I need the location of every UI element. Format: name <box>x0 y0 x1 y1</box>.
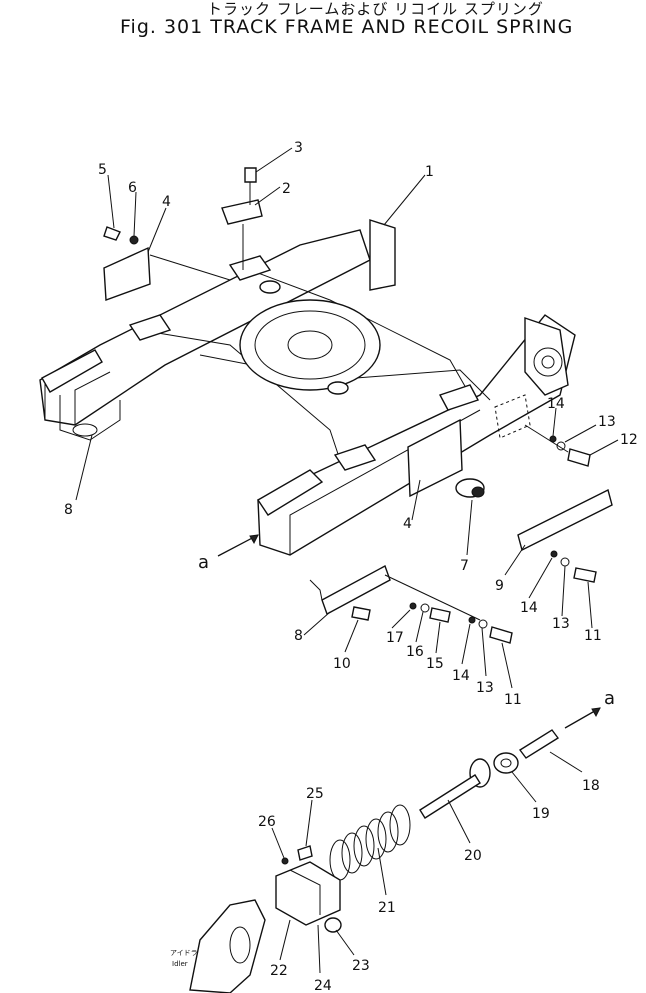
callout-4-middle: 4 <box>403 516 412 532</box>
callout-11-lower: 11 <box>504 692 522 708</box>
callout-14-lower: 14 <box>452 668 470 684</box>
callout-24: 24 <box>314 978 332 993</box>
nut-19 <box>493 752 519 774</box>
callout-13-middle: 13 <box>552 616 570 632</box>
callout-14-upper: 14 <box>547 396 565 412</box>
callout-13-upper: 13 <box>598 414 616 430</box>
washer-6 <box>129 235 139 245</box>
track-frame-assembly <box>39 219 576 556</box>
callout-23: 23 <box>352 958 370 974</box>
callout-1: 1 <box>425 164 434 180</box>
reference-mark-a-right: a <box>604 688 615 709</box>
callout-19: 19 <box>532 806 550 822</box>
callout-8-upper: 8 <box>64 502 73 518</box>
callout-3: 3 <box>294 140 303 156</box>
callout-20: 20 <box>464 848 482 864</box>
rod-20 <box>419 774 481 819</box>
idler-note-english: Idler <box>172 960 188 968</box>
callout-21: 21 <box>378 900 396 916</box>
yoke-22 <box>275 861 341 926</box>
idler-wheel <box>189 899 266 993</box>
callout-11-upper: 11 <box>584 628 602 644</box>
callout-14-middle: 14 <box>520 600 538 616</box>
cover-plate-4-upper <box>103 246 151 301</box>
spring-21 <box>329 804 411 881</box>
callout-17: 17 <box>386 630 404 646</box>
callout-8-lower: 8 <box>294 628 303 644</box>
callout-15: 15 <box>426 656 444 672</box>
callout-6: 6 <box>128 180 137 196</box>
callout-18: 18 <box>582 778 600 794</box>
title-english: Fig. 301 TRACK FRAME AND RECOIL SPRING <box>120 16 574 38</box>
leader-lines <box>75 147 619 974</box>
reference-mark-a-left: a <box>198 552 209 573</box>
callout-26: 26 <box>258 814 276 830</box>
callout-7: 7 <box>460 558 469 574</box>
plate-2 <box>221 199 263 225</box>
guard-9 <box>517 488 613 552</box>
callout-12: 12 <box>620 432 638 448</box>
title-japanese: トラック フレームおよび リコイル スプリング <box>207 0 544 18</box>
callout-22: 22 <box>270 963 288 979</box>
callout-4-upper: 4 <box>162 194 171 210</box>
callout-16: 16 <box>406 644 424 660</box>
callout-25: 25 <box>306 786 324 802</box>
idler-note-japanese: アイドラ <box>170 949 198 957</box>
callout-5: 5 <box>98 162 107 178</box>
callout-2: 2 <box>282 181 291 197</box>
callout-9: 9 <box>495 578 504 594</box>
bolt-3 <box>244 167 257 183</box>
callout-13-lower: 13 <box>476 680 494 696</box>
callout-10: 10 <box>333 656 351 672</box>
bolt-12 <box>567 448 591 467</box>
bolt-5 <box>103 226 121 241</box>
cylinder-18 <box>518 729 560 759</box>
guard-8-lower <box>321 564 391 616</box>
